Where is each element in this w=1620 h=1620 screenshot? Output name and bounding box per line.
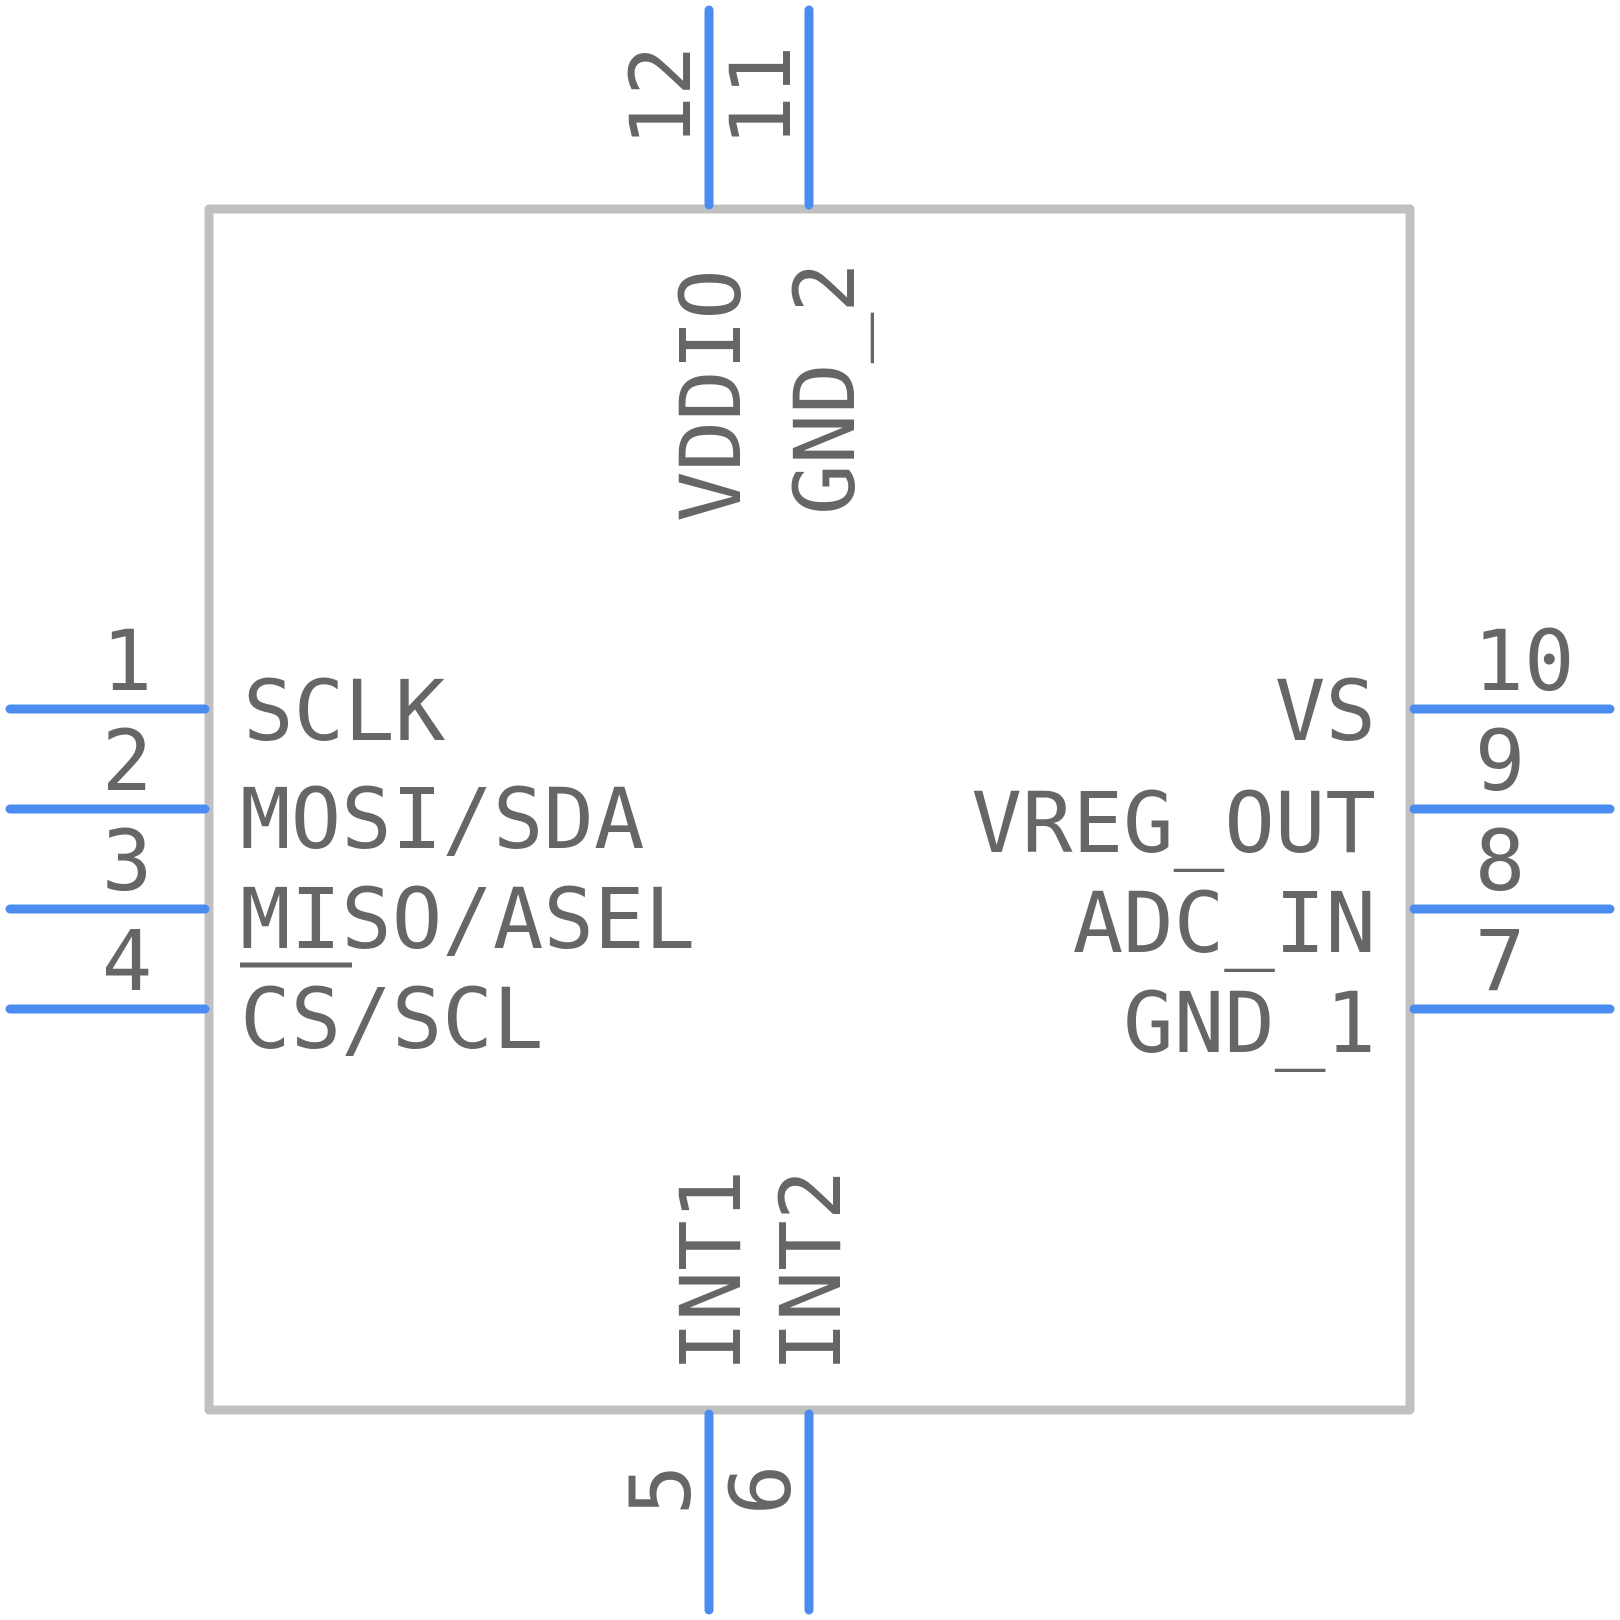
- bottom-pins: [704, 1409, 814, 1615]
- bottom-pin-numbers: 5 6: [612, 1465, 810, 1516]
- pin-7-name: GND_1: [1123, 974, 1376, 1072]
- pin-12-number: 12: [612, 45, 710, 146]
- pin-4-number: 4: [102, 912, 153, 1010]
- pin-6-name: INT2: [762, 1170, 860, 1372]
- top-pin-numbers: 12 11: [612, 45, 810, 146]
- top-pins: [704, 5, 814, 210]
- pin-11-name: GND_2: [776, 262, 874, 515]
- left-pin-numbers: 1 2 3 4: [102, 612, 153, 1010]
- pin-10-name: VS: [1275, 662, 1376, 760]
- right-pin-names: VS VREG_OUT ADC_IN GND_1: [971, 662, 1376, 1072]
- top-pin-names: VDDIO GND_2: [662, 262, 874, 522]
- pin-4-name: CS/SCL: [240, 970, 543, 1068]
- pin-7-number: 7: [1475, 912, 1526, 1010]
- pin-8-number: 8: [1475, 812, 1526, 910]
- pin-10-number: 10: [1473, 612, 1574, 710]
- pin-3-name: MISO/ASEL: [240, 870, 695, 968]
- pin-9-number: 9: [1475, 712, 1526, 810]
- pin-5-name: INT1: [662, 1170, 760, 1372]
- right-pin-numbers: 10 9 8 7: [1473, 612, 1574, 1010]
- bottom-pin-names: INT1 INT2: [662, 1170, 860, 1372]
- pin-12-name: VDDIO: [662, 269, 760, 522]
- pin-1-name: SCLK: [243, 662, 446, 760]
- pin-9-name: VREG_OUT: [971, 774, 1376, 872]
- right-pins: [1409, 704, 1615, 1014]
- pin-2-number: 2: [102, 712, 153, 810]
- pin-11-number: 11: [712, 45, 810, 146]
- pin-3-number: 3: [102, 812, 153, 910]
- pin-6-number: 6: [712, 1465, 810, 1516]
- pin-8-name: ADC_IN: [1073, 874, 1376, 972]
- left-pin-names: SCLK MOSI/SDA MISO/ASEL CS/SCL: [240, 662, 695, 1068]
- pin-2-name: MOSI/SDA: [240, 770, 645, 868]
- pin-5-number: 5: [612, 1465, 710, 1516]
- pin-1-number: 1: [102, 612, 153, 710]
- left-pins: [5, 704, 210, 1014]
